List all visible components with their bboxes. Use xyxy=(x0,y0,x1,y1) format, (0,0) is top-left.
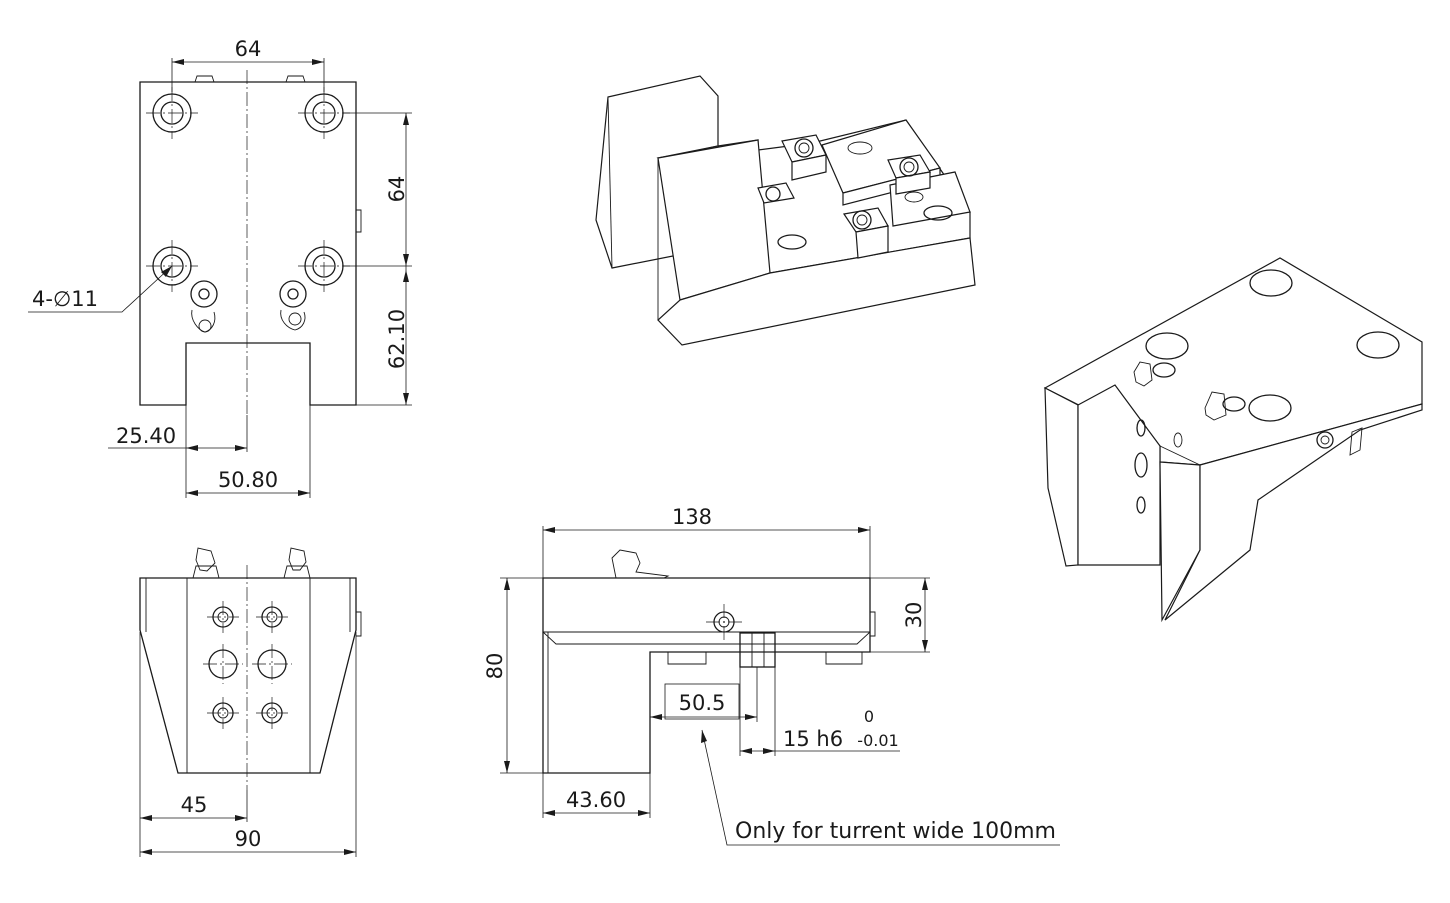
side-hole xyxy=(207,697,239,729)
dim-hole-spacing-h: 64 xyxy=(235,37,262,61)
dim-front-half-width: 45 xyxy=(181,793,208,817)
dim-slot-width: 50.80 xyxy=(218,468,278,492)
dim-tol-upper: 0 xyxy=(864,707,874,726)
mount-hole xyxy=(298,87,350,139)
turret-note: Only for turrent wide 100mm xyxy=(735,819,1056,844)
coolant-fitting xyxy=(1133,361,1176,387)
side-hole xyxy=(207,601,239,633)
isometric-view-rear xyxy=(1043,257,1423,623)
dim-side-length: 138 xyxy=(672,505,712,529)
clamp-screw xyxy=(842,207,889,259)
dim-side-boxed-value: 50.5 xyxy=(679,691,726,715)
coolant-fitting xyxy=(279,280,307,331)
side-hole xyxy=(252,644,292,684)
coolant-port xyxy=(706,604,742,640)
side-hole xyxy=(256,697,288,729)
dim-front-total-width: 90 xyxy=(235,827,262,851)
isometric-view-front xyxy=(595,75,976,346)
front-view: 45 90 xyxy=(139,547,362,857)
mount-hole xyxy=(298,240,350,292)
dim-side-total-height: 80 xyxy=(483,653,507,680)
side-view: 138 30 80 43.60 50.5 15 h6 xyxy=(483,505,1060,846)
dim-height-lower: 62.10 xyxy=(385,309,409,369)
dim-hole-callout: 4-∅11 xyxy=(32,287,98,311)
side-hole xyxy=(256,601,288,633)
coolant-fitting xyxy=(190,280,218,333)
coolant-fitting xyxy=(1204,391,1246,421)
dim-side-bottom-offset: 43.60 xyxy=(566,788,626,812)
dim-hole-spacing-v: 64 xyxy=(385,176,409,203)
mount-hole xyxy=(146,87,198,139)
top-view: 64 64 62.10 4-∅11 25.40 50.80 xyxy=(28,37,412,498)
clamp-screw xyxy=(757,182,795,204)
side-hole xyxy=(203,644,243,684)
clamp-screw xyxy=(781,134,827,181)
dim-shank-size: 15 h6 xyxy=(783,727,843,751)
clamp-screw xyxy=(887,154,931,195)
dim-side-height-top: 30 xyxy=(902,602,926,629)
dim-tol-lower: -0.01 xyxy=(857,731,898,750)
dim-offset-centerline: 25.40 xyxy=(116,424,176,448)
